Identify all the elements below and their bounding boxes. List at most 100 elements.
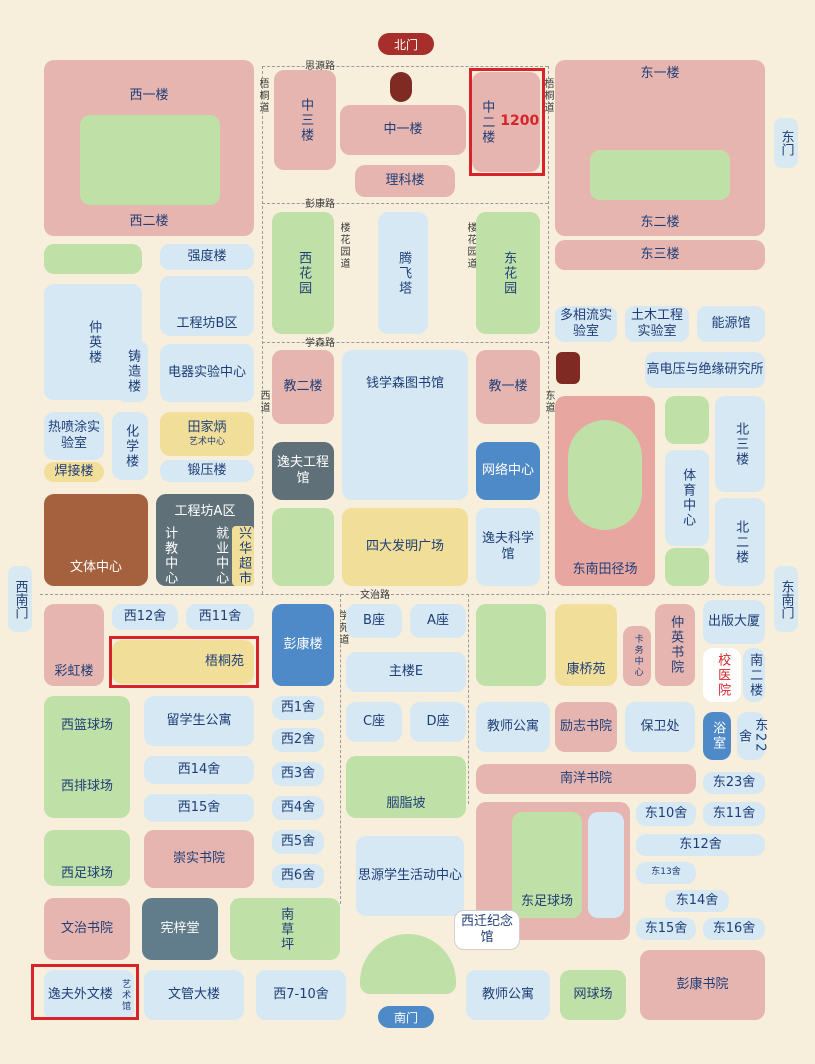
building-gaoya[interactable]: 高电压与绝缘研究所 [645,352,765,388]
building-duoxiang[interactable]: 多相流实验室 [555,306,617,342]
building-beisan[interactable]: 北三楼 [715,396,765,492]
court-west[interactable]: 西篮球场西排球场 [44,696,130,818]
building-jiuye[interactable]: 就业中心 [208,526,232,586]
lawn-nancaoping[interactable]: 南草坪 [230,898,340,960]
building-xi5[interactable]: 西5舍 [272,830,324,854]
building-xianzi[interactable]: 宪梓堂 [142,898,218,960]
building-xier[interactable]: 西二楼 [129,213,169,229]
building-tumu[interactable]: 土木工程实验室 [625,306,689,342]
building-yushi[interactable]: 浴室 [703,712,731,760]
garden-donghuayuan[interactable]: 东花园 [476,212,540,334]
gate-east[interactable]: 东门 [774,118,798,168]
building-dongsan[interactable]: 东三楼 [555,240,765,270]
building-xi12[interactable]: 西12舍 [112,604,178,630]
building-kangqiao[interactable]: 康桥苑 [555,604,617,686]
building-xi4[interactable]: 西4舍 [272,796,324,820]
building-zhuzao[interactable]: 铸造楼 [116,340,148,402]
building-xi1[interactable]: 西1舍 [272,696,324,720]
building-library[interactable]: 钱学森图书馆 [342,350,468,500]
building-pengkanglou[interactable]: 彭康楼 [272,604,334,686]
building-dianqi[interactable]: 电器实验中心 [160,344,254,402]
field-xizu[interactable]: 西足球场 [44,830,130,886]
building-jiaoyi[interactable]: 教一楼 [476,350,540,424]
building-xi3[interactable]: 西3舍 [272,762,324,786]
building-yifugong[interactable]: 逸夫工程馆 [272,442,334,500]
building-czuo[interactable]: C座 [346,702,402,742]
building-baowei[interactable]: 保卫处 [625,702,695,752]
slope-yanzhi[interactable]: 胭脂坡 [346,756,466,818]
building-dong11[interactable]: 东11舍 [703,802,765,826]
building-dong22[interactable]: 东22舍 [736,712,767,760]
building-jijiao[interactable]: 计教中心 [156,526,182,586]
building-chuban[interactable]: 出版大厦 [703,600,765,644]
label: 田家炳 [187,420,227,436]
building-dong13[interactable]: 东13舍 [636,862,696,884]
building-nan2[interactable]: 南二楼 [743,648,765,702]
building-xi710[interactable]: 西7-10舍 [256,970,346,1020]
building-siyuan[interactable]: 思源学生活动中心 [356,836,464,916]
building-zhongyingsy[interactable]: 仲英书院 [655,604,695,686]
building-duanya[interactable]: 锻压楼 [160,460,254,482]
building-jiaoshi2[interactable]: 教师公寓 [466,970,550,1020]
building-jiaoshi1[interactable]: 教师公寓 [476,702,550,752]
building-wangluo[interactable]: 网络中心 [476,442,540,500]
field-dongzu[interactable]: 东足球场 [512,812,582,918]
tower-tengfei[interactable]: 腾飞塔 [378,212,428,334]
gate-east-south[interactable]: 东南门 [774,566,798,632]
building-hanjie[interactable]: 焊接楼 [44,462,104,482]
building-tianjiabing[interactable]: 田家炳艺术中心 [160,412,254,456]
building-kawu[interactable]: 卡务中心 [623,626,651,686]
building-donger[interactable]: 东二楼 [640,214,680,230]
building-nanyang[interactable]: 南洋书院 [476,764,696,794]
building-azuo[interactable]: A座 [410,604,466,638]
building-nengyuan[interactable]: 能源馆 [697,306,765,342]
building-zhongsan[interactable]: 中三楼 [274,70,336,170]
building-wenguan[interactable]: 文管大楼 [144,970,244,1020]
gate-north[interactable]: 北门 [378,33,434,55]
building-chongshi[interactable]: 崇实书院 [144,830,254,888]
building-dong12[interactable]: 东12舍 [636,834,765,856]
building-caihong[interactable]: 彩虹楼 [44,604,104,686]
building-xiqian[interactable]: 西迁纪念馆 [454,910,520,950]
building-beier[interactable]: 北二楼 [715,498,765,586]
building-dong14[interactable]: 东14舍 [665,890,729,912]
court-wangqiu[interactable]: 网球场 [560,970,626,1020]
building-huaxue[interactable]: 化学楼 [112,412,148,480]
building-pengkangsy[interactable]: 彭康书院 [640,950,765,1020]
building-dong10[interactable]: 东10舍 [636,802,696,826]
gate-west-south[interactable]: 西南门 [8,566,32,632]
building-dzuo[interactable]: D座 [410,702,466,742]
building-wenti[interactable]: 文体中心 [44,494,148,586]
building-tiyu[interactable]: 体育中心 [665,450,709,546]
building-xinghua[interactable]: 兴华超市 [232,526,254,586]
building-wutong[interactable]: 梧桐苑 [112,640,254,684]
building-dong23[interactable]: 东23舍 [703,772,765,794]
building-like[interactable]: 理科楼 [355,165,455,197]
building-dong16[interactable]: 东16舍 [703,918,765,940]
building-gongchengB[interactable]: 工程坊B区 [160,276,254,336]
building-qiangdu[interactable]: 强度楼 [160,244,254,270]
garden-xihuayuan[interactable]: 西花园 [272,212,334,334]
building-xi11[interactable]: 西11舍 [186,604,254,630]
building-xi6[interactable]: 西6舍 [272,864,324,888]
road-line [468,594,469,804]
plaza-sida[interactable]: 四大发明广场 [342,508,468,586]
building-lizhi[interactable]: 励志书院 [555,702,617,752]
building-repentu[interactable]: 热喷涂实验室 [44,412,104,460]
building-jiaoer[interactable]: 教二楼 [272,350,334,424]
building-zhulou[interactable]: 主楼E [346,652,466,692]
building-xi14[interactable]: 西14舍 [144,756,254,784]
building-bzuo[interactable]: B座 [346,604,402,638]
building-yifuke[interactable]: 逸夫科学馆 [476,508,540,586]
building-zhongyi[interactable]: 中一楼 [340,105,466,155]
building-wenzhi[interactable]: 文治书院 [44,898,130,960]
building-xi2[interactable]: 西2舍 [272,728,324,752]
building-dongyi[interactable]: 东一楼 [555,60,765,236]
building-liuxue[interactable]: 留学生公寓 [144,696,254,746]
building-xiaoyi[interactable]: 校医院 [703,648,741,702]
building-yifuwai[interactable]: 逸夫外文楼艺术馆 [44,970,134,1020]
gate-south[interactable]: 南门 [378,1006,434,1028]
building-dong15[interactable]: 东15舍 [636,918,696,940]
building-xi15[interactable]: 西15舍 [144,794,254,822]
